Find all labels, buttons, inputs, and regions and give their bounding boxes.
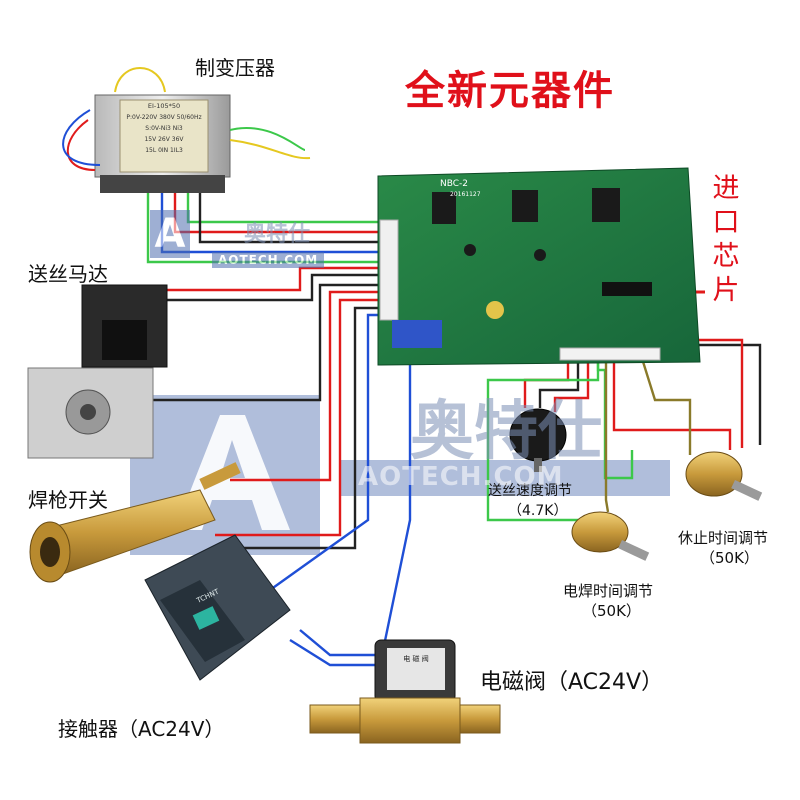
relay xyxy=(392,320,442,348)
wire-contactor-black xyxy=(225,306,382,550)
torch-switch-label: 焊枪开关 xyxy=(28,488,108,512)
wire-speed-red-2 xyxy=(553,352,590,412)
weld-time-pot-value: （50K） xyxy=(582,602,641,620)
wire-torch-red xyxy=(230,290,382,482)
board-date: 20161127 xyxy=(450,191,481,198)
watermark-big-cn: 奥特仕 xyxy=(410,395,602,469)
contactor-button xyxy=(192,606,220,630)
wire-solenoid-blue-2 xyxy=(299,629,380,657)
torch-bore xyxy=(40,537,60,567)
transformer-lead-red xyxy=(66,119,96,171)
capacitor-2 xyxy=(464,244,476,256)
capacitor-3 xyxy=(534,249,546,261)
wire-weld-green-2 xyxy=(486,352,610,522)
transformer-base xyxy=(100,175,225,193)
contactor-label: 接触器（AC24V） xyxy=(58,717,225,741)
regulator-1 xyxy=(432,192,456,224)
speed-pot-label: 送丝速度调节 xyxy=(488,483,572,499)
solenoid-nameplate-title: 电 磁 阀 xyxy=(403,654,428,663)
transformer-plate-line-4: 15V 26V 36V xyxy=(144,136,184,143)
transformer-plate-line-2: P:0V-220V 380V 50/60Hz xyxy=(126,114,201,121)
watermark-small-cn: 奥特仕 xyxy=(244,222,311,247)
feed-roller-hub xyxy=(80,404,96,420)
watermark-small-logo: A xyxy=(150,210,190,258)
pot-weld-time xyxy=(571,511,650,561)
regulator-2 xyxy=(512,190,538,222)
wire-motor-label: 送丝马达 xyxy=(28,262,108,286)
solenoid-label: 电磁阀（AC24V） xyxy=(480,670,664,695)
ic-chip xyxy=(602,282,652,296)
pot-speed-shaft xyxy=(534,458,542,472)
wire-weld-olive xyxy=(604,352,610,513)
wire-torch-black xyxy=(150,283,382,402)
regulator-3 xyxy=(592,188,620,222)
banner-title: 全新元器件 xyxy=(405,68,615,114)
wire-rest-olive xyxy=(638,351,692,455)
pot-weld-shaft xyxy=(618,540,650,561)
wire-rest-red xyxy=(612,352,732,450)
wire-contactor-blue xyxy=(269,313,382,591)
transformer-plate-line-3: S:0V-Ni3 Ni3 xyxy=(145,125,183,132)
pot-rest-shaft xyxy=(731,479,763,501)
transformer-plate-line-5: 15L 0IN 1IL3 xyxy=(145,147,183,154)
transformer-label: 制变压器 xyxy=(195,56,275,80)
transformer: EI-105*50 P:0V-220V 380V 50/60Hz S:0V-Ni… xyxy=(62,67,311,193)
wire-feed-motor xyxy=(27,284,168,459)
wire-motor-red xyxy=(165,266,382,292)
pot-rest-body xyxy=(685,451,743,497)
wire-speed-black xyxy=(538,352,580,408)
transformer-plate-line-1: EI-105*50 xyxy=(148,102,180,110)
rest-time-pot-value: （50K） xyxy=(700,549,759,567)
contactor: TCHNT xyxy=(144,534,291,681)
solenoid-brass-block xyxy=(359,697,461,744)
watermark-small-en: AOTECH.COM xyxy=(212,252,325,268)
transformer-coil xyxy=(119,99,209,173)
solenoid-nameplate xyxy=(387,648,445,690)
transformer-lead-yellow xyxy=(114,67,166,93)
watermark-big-en: AOTECH.COM xyxy=(358,462,564,492)
transformer-lead-yellow-2 xyxy=(229,139,311,160)
transformer-lead-blue xyxy=(62,109,101,166)
terminal-block-left xyxy=(379,219,399,321)
speed-pot-value: （4.7K） xyxy=(508,503,568,519)
transformer-lead-green xyxy=(229,127,306,151)
rest-time-pot-label: 休止时间调节 xyxy=(678,529,769,547)
wire-motor-black xyxy=(165,273,382,302)
torch-connector xyxy=(29,462,241,583)
motor-face xyxy=(102,320,147,360)
pot-wire-speed xyxy=(509,408,567,472)
pot-weld-body xyxy=(571,511,629,553)
solenoid-valve: 电 磁 阀 xyxy=(309,639,501,744)
weld-time-pot-label: 电焊时间调节 xyxy=(563,582,654,600)
imported-chip-label: 进口芯片 xyxy=(712,173,740,306)
pot-rest-time xyxy=(685,451,763,501)
board-model: NBC-2 xyxy=(440,179,468,189)
wire-contactor-red xyxy=(215,298,382,537)
capacitor-1 xyxy=(486,301,504,319)
wire-trafo-black xyxy=(198,180,382,244)
control-board: NBC-2 20161127 xyxy=(377,167,701,366)
terminal-block-bottom xyxy=(559,347,661,361)
torch-tip xyxy=(199,462,241,490)
